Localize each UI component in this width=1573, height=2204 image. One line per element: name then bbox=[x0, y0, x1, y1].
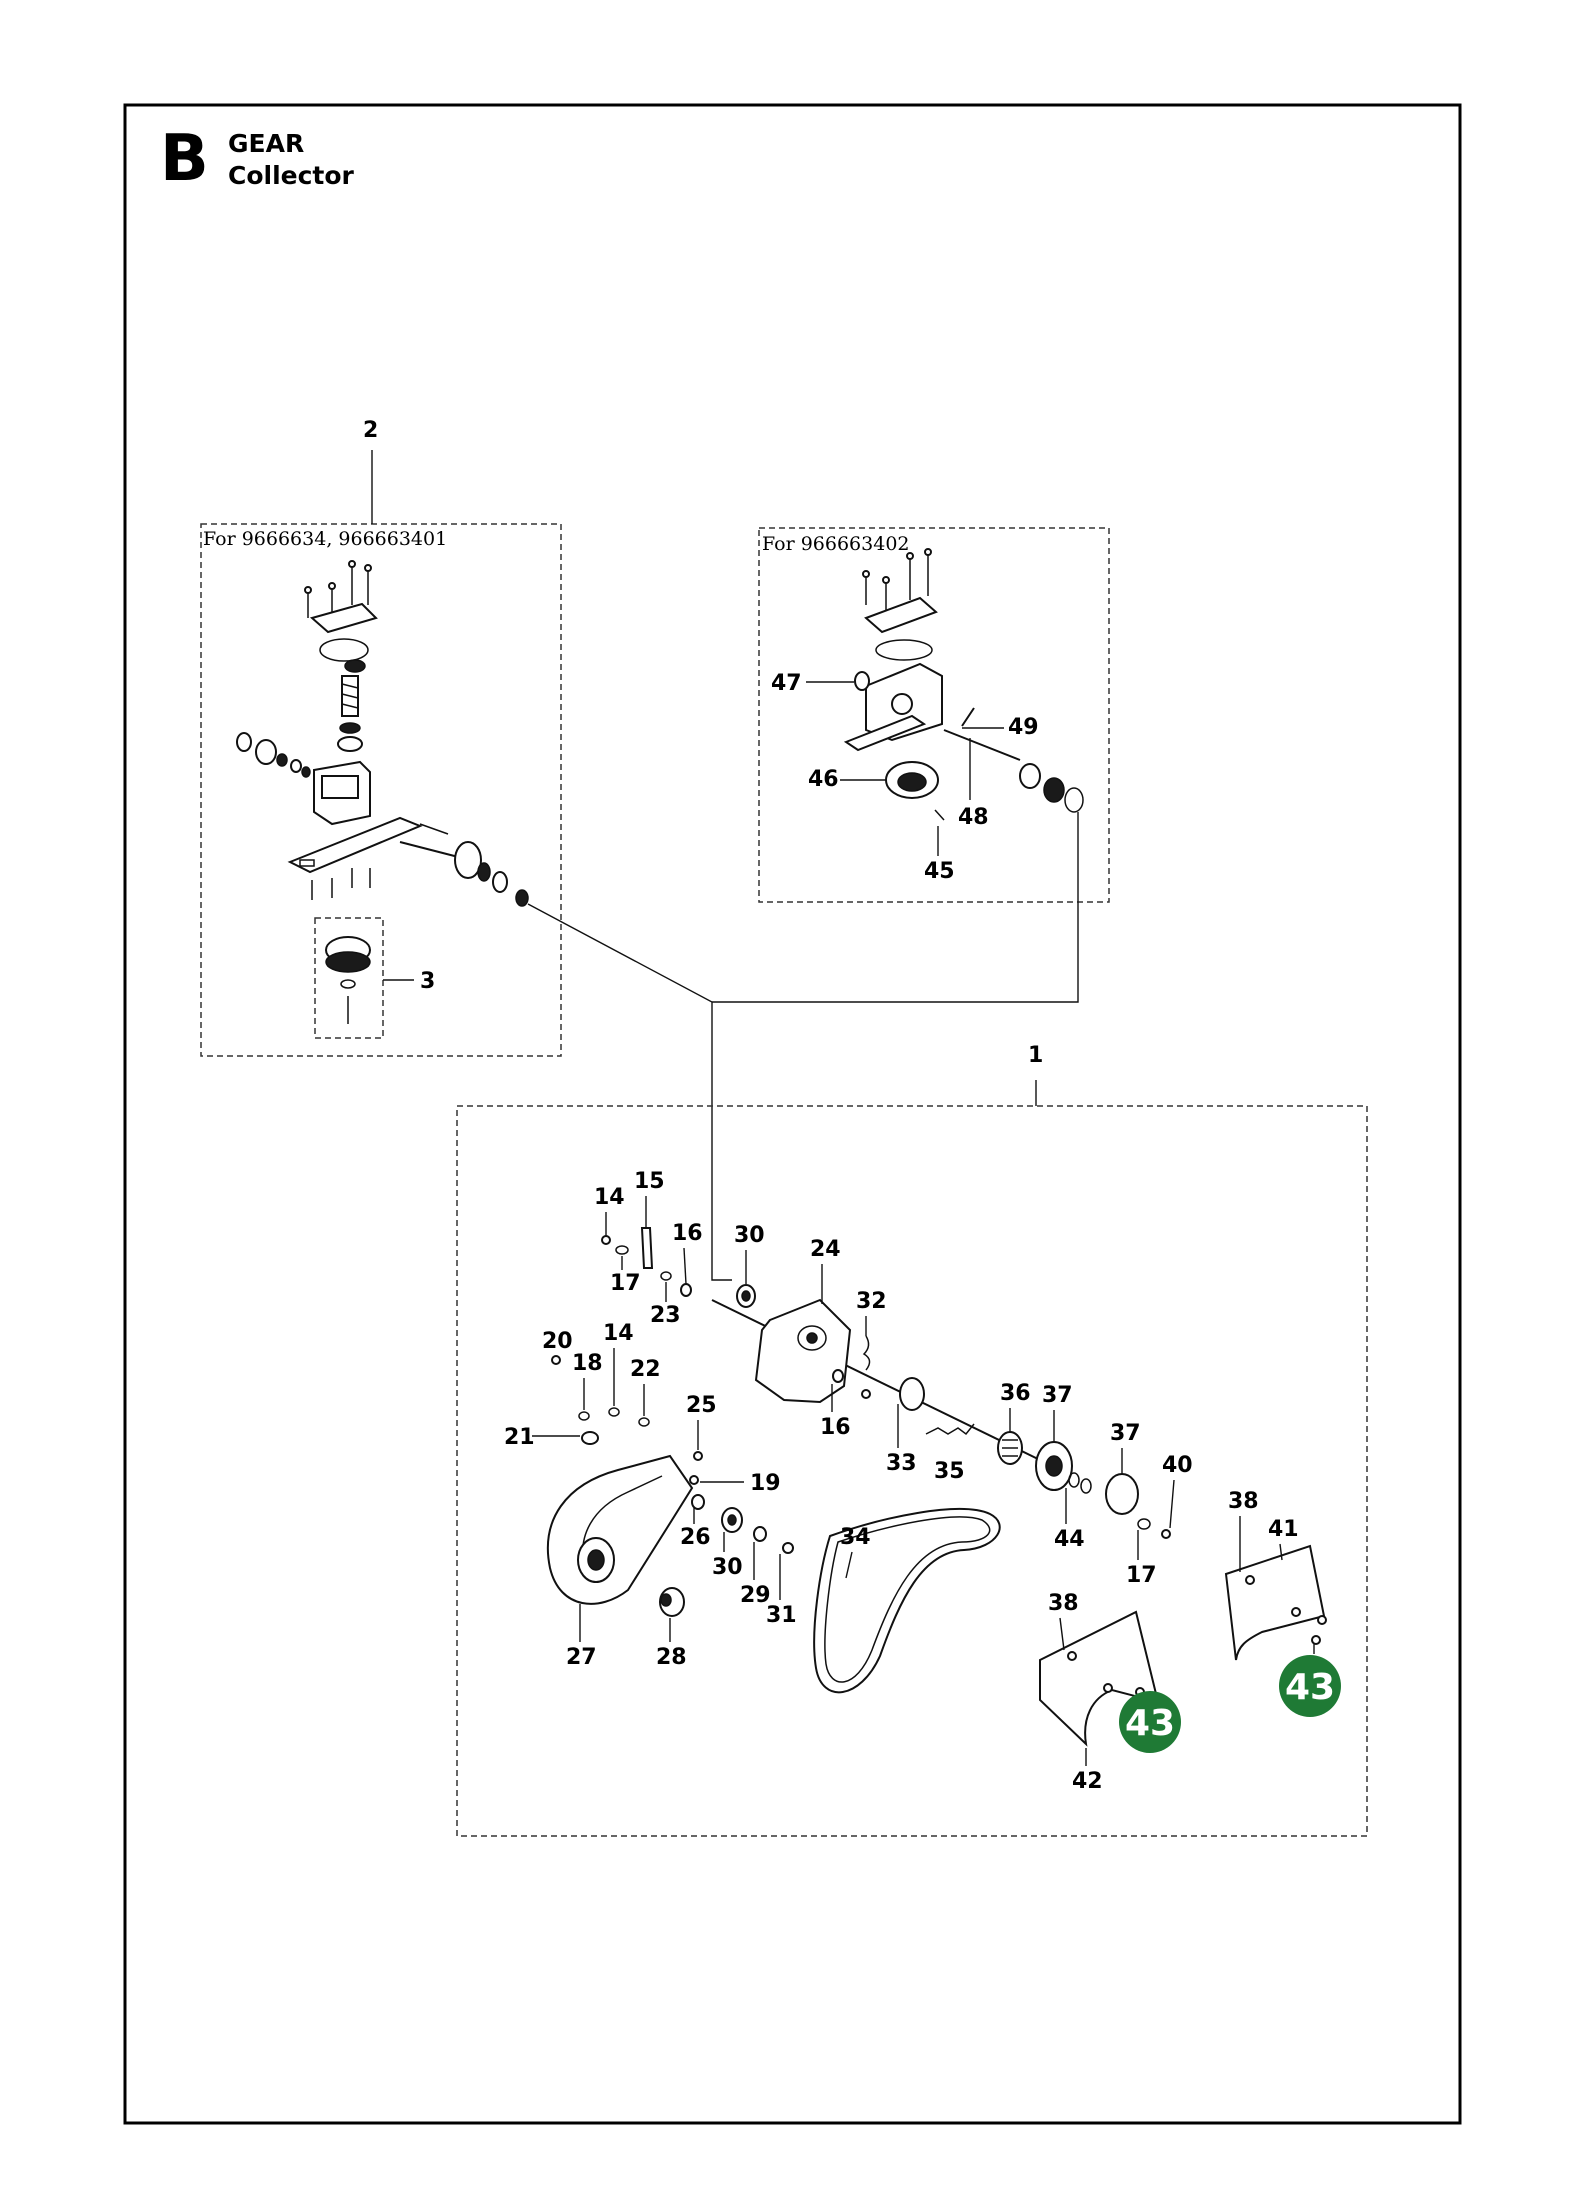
part-label-37: 37 bbox=[1042, 1383, 1073, 1408]
connector-alt-to-box1 bbox=[712, 812, 1079, 1003]
part-label-27: 27 bbox=[566, 1645, 597, 1670]
assembly-box-2-caption: For 9666634, 966663401 bbox=[203, 528, 447, 550]
part-label-21: 21 bbox=[504, 1425, 535, 1450]
part-label-49: 49 bbox=[1008, 715, 1039, 740]
assembly-3-number: 3 bbox=[420, 969, 435, 994]
part-label-41: 41 bbox=[1268, 1517, 1299, 1542]
part-label-18: 18 bbox=[572, 1351, 603, 1376]
part-label-35: 35 bbox=[934, 1459, 965, 1484]
part-label-25: 25 bbox=[686, 1393, 717, 1418]
part-label-15: 15 bbox=[634, 1169, 665, 1194]
main-labels: 14 15 16 30 24 17 23 32 20 14 18 22 25 2… bbox=[504, 1169, 1299, 1794]
part-label-23: 23 bbox=[650, 1303, 681, 1328]
leader-40 bbox=[1169, 1479, 1175, 1529]
page-frame bbox=[123, 103, 1462, 2125]
gearbox-alt-drawing bbox=[843, 548, 1084, 821]
part-label-22: 22 bbox=[630, 1357, 661, 1382]
assembly-2-number: 2 bbox=[363, 418, 378, 443]
section-subtitle: Collector bbox=[228, 161, 355, 190]
leader-34 bbox=[845, 1551, 853, 1579]
part-label-32: 32 bbox=[856, 1289, 887, 1314]
part-label-17-b: 17 bbox=[1126, 1563, 1157, 1588]
part-label-26: 26 bbox=[680, 1525, 711, 1550]
part-label-17: 17 bbox=[610, 1271, 641, 1296]
section-title: GEAR bbox=[228, 129, 304, 158]
part-label-20: 20 bbox=[542, 1329, 573, 1354]
part-label-47: 47 bbox=[771, 671, 802, 696]
part-label-16: 16 bbox=[672, 1221, 703, 1246]
part-badge-43-a-label: 43 bbox=[1125, 1703, 1175, 1744]
part-label-48: 48 bbox=[958, 805, 989, 830]
part-label-24: 24 bbox=[810, 1237, 841, 1262]
assembly-box-3 bbox=[314, 917, 384, 1039]
leader-16a bbox=[683, 1247, 687, 1285]
part-label-16-b: 16 bbox=[820, 1415, 851, 1440]
assembly-box-alt-caption: For 966663402 bbox=[762, 533, 910, 555]
part-label-33: 33 bbox=[886, 1451, 917, 1476]
part-label-36: 36 bbox=[1000, 1381, 1031, 1406]
assembly-box-2 bbox=[200, 523, 562, 1057]
part-label-42: 42 bbox=[1072, 1769, 1103, 1794]
part-label-19: 19 bbox=[750, 1471, 781, 1496]
part-badge-43-b-label: 43 bbox=[1285, 1667, 1335, 1708]
part-label-40: 40 bbox=[1162, 1453, 1193, 1478]
part-label-28: 28 bbox=[656, 1645, 687, 1670]
part-label-30-b: 30 bbox=[712, 1555, 743, 1580]
part-label-30: 30 bbox=[734, 1223, 765, 1248]
assembly-box-1 bbox=[456, 1105, 1368, 1837]
assembly-box-alt bbox=[758, 527, 1110, 903]
part-badge-43-b bbox=[1279, 1655, 1341, 1717]
part-label-44: 44 bbox=[1054, 1527, 1085, 1552]
part-label-31: 31 bbox=[766, 1603, 797, 1628]
gearbox-2-drawing bbox=[236, 560, 529, 907]
part-label-38: 38 bbox=[1228, 1489, 1259, 1514]
part-badge-43-a bbox=[1119, 1691, 1181, 1753]
leader-41 bbox=[1279, 1543, 1283, 1561]
leader-38b bbox=[1059, 1617, 1065, 1651]
part-label-14: 14 bbox=[594, 1185, 625, 1210]
part-label-45: 45 bbox=[924, 859, 955, 884]
part-label-46: 46 bbox=[808, 767, 839, 792]
assembly-1-number: 1 bbox=[1028, 1043, 1043, 1068]
pulley-3-drawing bbox=[325, 936, 371, 1024]
part-label-38-b: 38 bbox=[1048, 1591, 1079, 1616]
connector-box2-to-box1 bbox=[527, 903, 732, 1281]
part-label-37-b: 37 bbox=[1110, 1421, 1141, 1446]
section-letter: B bbox=[160, 122, 209, 196]
part-label-34: 34 bbox=[840, 1525, 871, 1550]
part-label-14-b: 14 bbox=[603, 1321, 634, 1346]
part-label-29: 29 bbox=[740, 1583, 771, 1608]
